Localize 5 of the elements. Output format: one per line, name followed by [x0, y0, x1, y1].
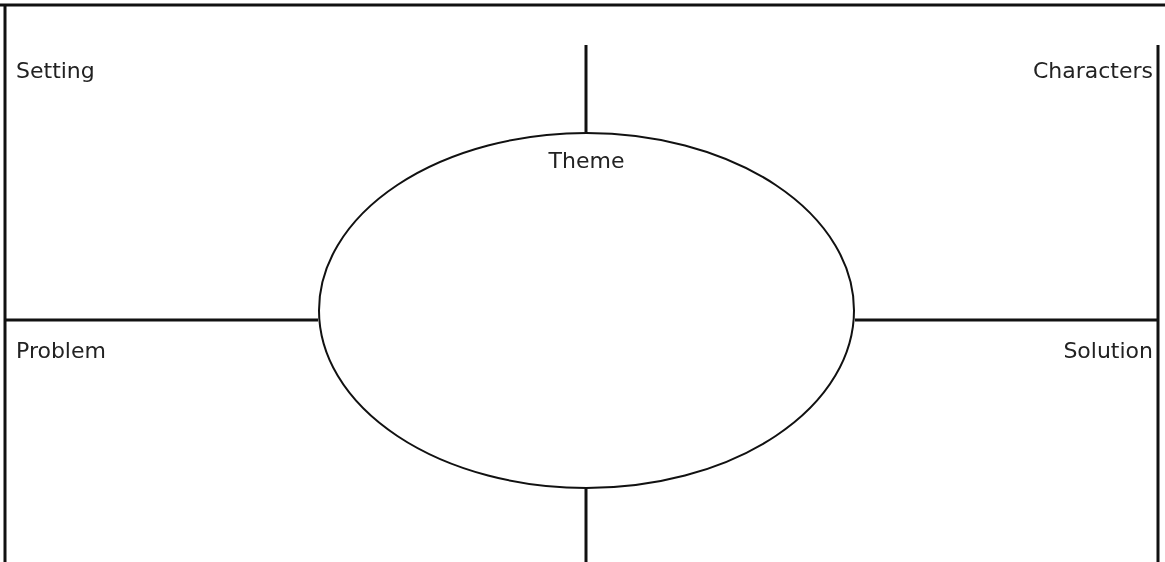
- ellipse-title: Theme: [548, 148, 625, 173]
- quadrant-label: Characters: [1032, 58, 1153, 83]
- quadrant-label: Solution: [1063, 338, 1153, 363]
- quadrant-label: Setting: [16, 58, 95, 83]
- quadrant-label: Problem: [16, 338, 106, 363]
